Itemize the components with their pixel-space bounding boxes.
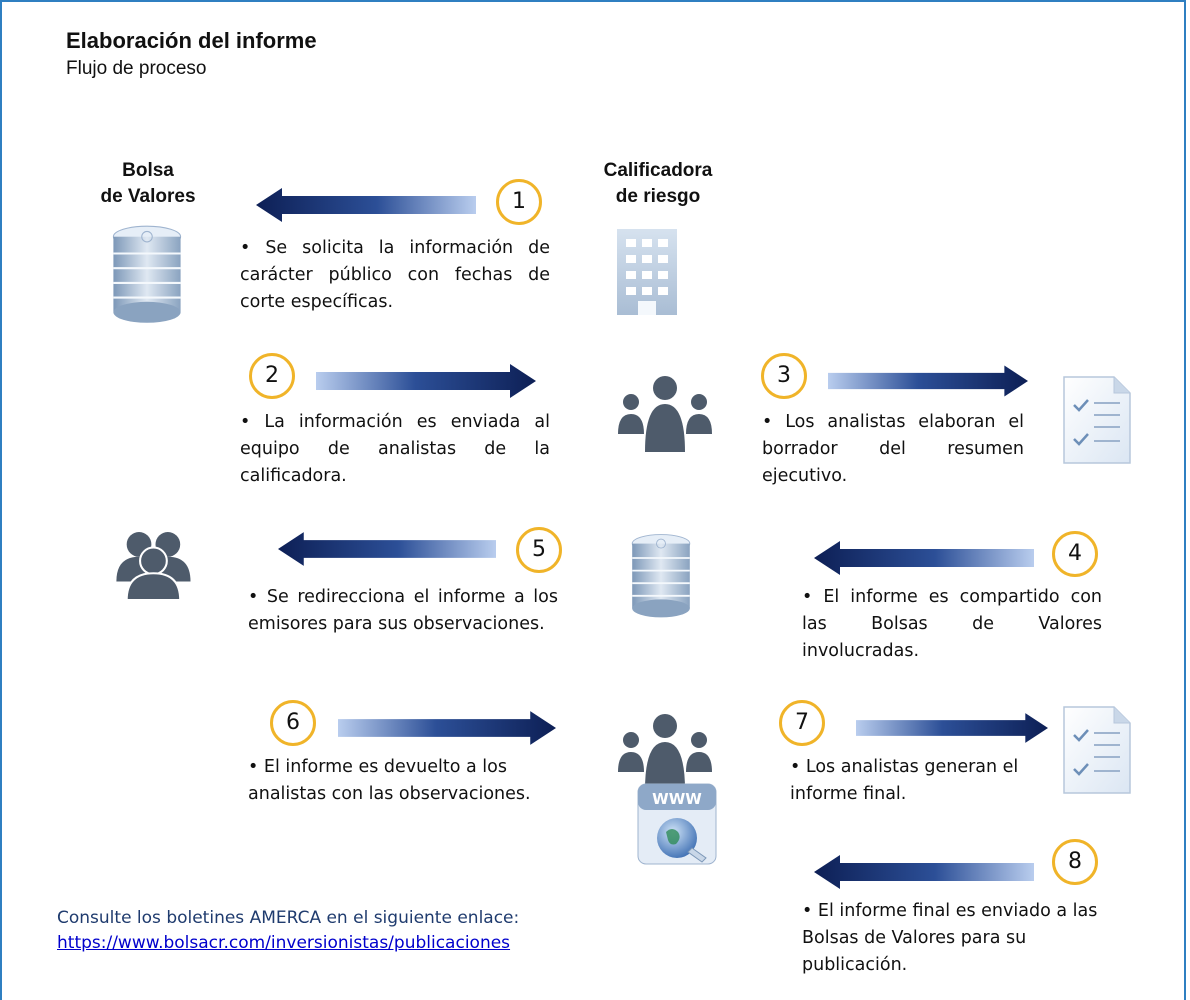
- step-6-description: • El informe es devuelto a los analistas…: [248, 757, 531, 804]
- rating-agency-building-icon: [612, 226, 682, 318]
- page-title: Elaboración del informe: [66, 28, 317, 53]
- step-7-description: • Los analistas generan el informe final…: [790, 757, 1019, 804]
- footer-note: Consulte los boletines AMERCA en el sigu…: [57, 906, 617, 956]
- stock-exchange-building-icon: [103, 222, 191, 327]
- step-1-badge: 1: [496, 179, 542, 225]
- step-4-arrow-left-icon: [804, 541, 1044, 575]
- column-heading-bolsa-line2: de Valores: [100, 186, 196, 207]
- step-5-badge: 5: [516, 527, 562, 573]
- web-globe-icon: WWW: [637, 783, 717, 865]
- document-checklist-icon: [1062, 705, 1132, 795]
- step-7-badge: 7: [779, 700, 825, 746]
- step-4-badge: 4: [1052, 531, 1098, 577]
- publications-link[interactable]: https://www.bolsacr.com/inversionistas/p…: [57, 933, 511, 953]
- step-5-arrow-left-icon: [278, 532, 496, 566]
- column-heading-calificadora-line1: Calificadora: [603, 160, 713, 181]
- column-heading-calificadora-line2: de riesgo: [615, 186, 701, 207]
- column-heading-bolsa: Bolsa de Valores: [78, 158, 218, 210]
- step-1-arrow-left-icon: [256, 188, 476, 222]
- step-2-badge: 2: [249, 353, 295, 399]
- step-8-description: • El informe final es enviado a las Bols…: [802, 901, 1098, 975]
- step-8-badge: 8: [1052, 839, 1098, 885]
- step-4-description: • El informe es compartido con las Bolsa…: [802, 587, 1102, 661]
- footer-text: Consulte los boletines AMERCA en el sigu…: [57, 908, 520, 928]
- column-heading-calificadora: Calificadora de riesgo: [578, 158, 738, 210]
- column-heading-bolsa-line1: Bolsa: [122, 160, 174, 181]
- step-3-arrow-right-icon: [828, 364, 1028, 398]
- analysts-team-icon: [615, 374, 715, 454]
- step-6-arrow-right-icon: [338, 711, 556, 745]
- step-8-arrow-left-icon: [804, 855, 1044, 889]
- stock-exchange-building-icon: [625, 530, 697, 622]
- web-icon-label: WWW: [652, 790, 702, 808]
- issuers-group-icon: [116, 532, 191, 600]
- step-6-badge: 6: [270, 700, 316, 746]
- step-2-arrow-right-icon: [316, 364, 536, 398]
- step-5-description: • Se redirecciona el informe a los emiso…: [248, 587, 558, 634]
- step-3-badge: 3: [761, 353, 807, 399]
- step-2-description: • La información es enviada al equipo de…: [240, 412, 550, 486]
- document-checklist-icon: [1062, 375, 1132, 465]
- step-1-description: • Se solicita la información de carácter…: [240, 238, 550, 312]
- step-7-arrow-right-icon: [856, 711, 1048, 745]
- page-subtitle: Flujo de proceso: [66, 58, 207, 79]
- step-3-description: • Los analistas elaboran el borrador del…: [762, 412, 1024, 486]
- analysts-team-icon: [615, 712, 715, 792]
